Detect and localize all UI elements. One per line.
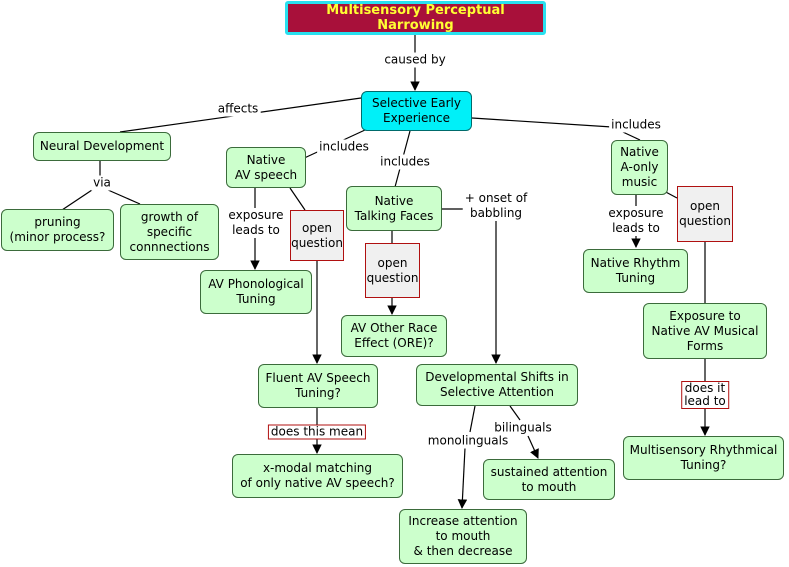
edge-bi-arrow xyxy=(527,435,539,459)
concept-developmental-shifts[interactable]: Developmental Shifts in Selective Attent… xyxy=(416,364,578,406)
concept-native-a-only-music[interactable]: Native A-only music xyxy=(611,140,668,195)
link-via: via xyxy=(91,175,113,191)
concept-x-modal-matching[interactable]: x-modal matching of only native AV speec… xyxy=(232,454,403,498)
concept-fluent-av-speech-tuning[interactable]: Fluent AV Speech Tuning? xyxy=(258,364,378,408)
link-bilinguals: bilinguals xyxy=(492,420,554,436)
concept-native-rhythm-tuning[interactable]: Native Rhythm Tuning xyxy=(583,249,688,293)
concept-av-phonological-tuning[interactable]: AV Phonological Tuning xyxy=(200,270,312,314)
link-includes-faces: includes xyxy=(378,154,432,170)
concept-native-av-speech[interactable]: Native AV speech xyxy=(226,147,306,188)
link-caused-by: caused by xyxy=(382,52,448,68)
concept-sustained-attention[interactable]: sustained attention to mouth xyxy=(483,459,615,500)
edge-via-growth xyxy=(107,189,141,205)
concept-native-talking-faces[interactable]: Native Talking Faces xyxy=(346,186,442,231)
open-question-speech[interactable]: open question xyxy=(290,210,344,261)
link-exposure-leads-to-music: exposure leads to xyxy=(606,206,666,236)
link-affects: affects xyxy=(215,101,261,117)
concept-selective-early-experience[interactable]: Selective Early Experience xyxy=(361,91,472,131)
link-onset-of-babbling: + onset of babbling xyxy=(462,191,530,221)
edge-mono-arrow xyxy=(457,447,468,509)
open-question-faces[interactable]: open question xyxy=(365,243,420,298)
edge-via-pruning xyxy=(61,189,93,211)
edge-mono-top xyxy=(469,405,476,433)
concept-increase-attention[interactable]: Increase attention to mouth & then decre… xyxy=(399,509,527,564)
concept-multisensory-rhythmical-tuning[interactable]: Multisensory Rhythmical Tuning? xyxy=(623,436,784,480)
edge-includes-music-a xyxy=(471,117,613,128)
concept-av-other-race-effect[interactable]: AV Other Race Effect (ORE)? xyxy=(341,315,447,357)
concept-neural-development[interactable]: Neural Development xyxy=(33,132,171,161)
map-title: Multisensory Perceptual Narrowing xyxy=(285,1,546,35)
concept-exposure-native-av-musical-forms[interactable]: Exposure to Native AV Musical Forms xyxy=(643,303,767,359)
link-includes-av-speech: includes xyxy=(317,139,371,155)
edge-bi-top xyxy=(509,405,521,421)
link-monolinguals: monolinguals xyxy=(425,433,511,449)
concept-growth-of-connections[interactable]: growth of specific connnections xyxy=(120,204,219,260)
link-includes-music: includes xyxy=(609,117,663,133)
link-does-it-lead-to: does it lead to xyxy=(681,381,729,409)
concept-pruning[interactable]: pruning (minor process? xyxy=(1,209,114,251)
link-does-this-mean: does this mean xyxy=(267,424,367,440)
edge-oq1-top xyxy=(289,187,306,211)
link-exposure-leads-to-speech: exposure leads to xyxy=(226,208,286,238)
open-question-music[interactable]: open question xyxy=(677,186,733,242)
